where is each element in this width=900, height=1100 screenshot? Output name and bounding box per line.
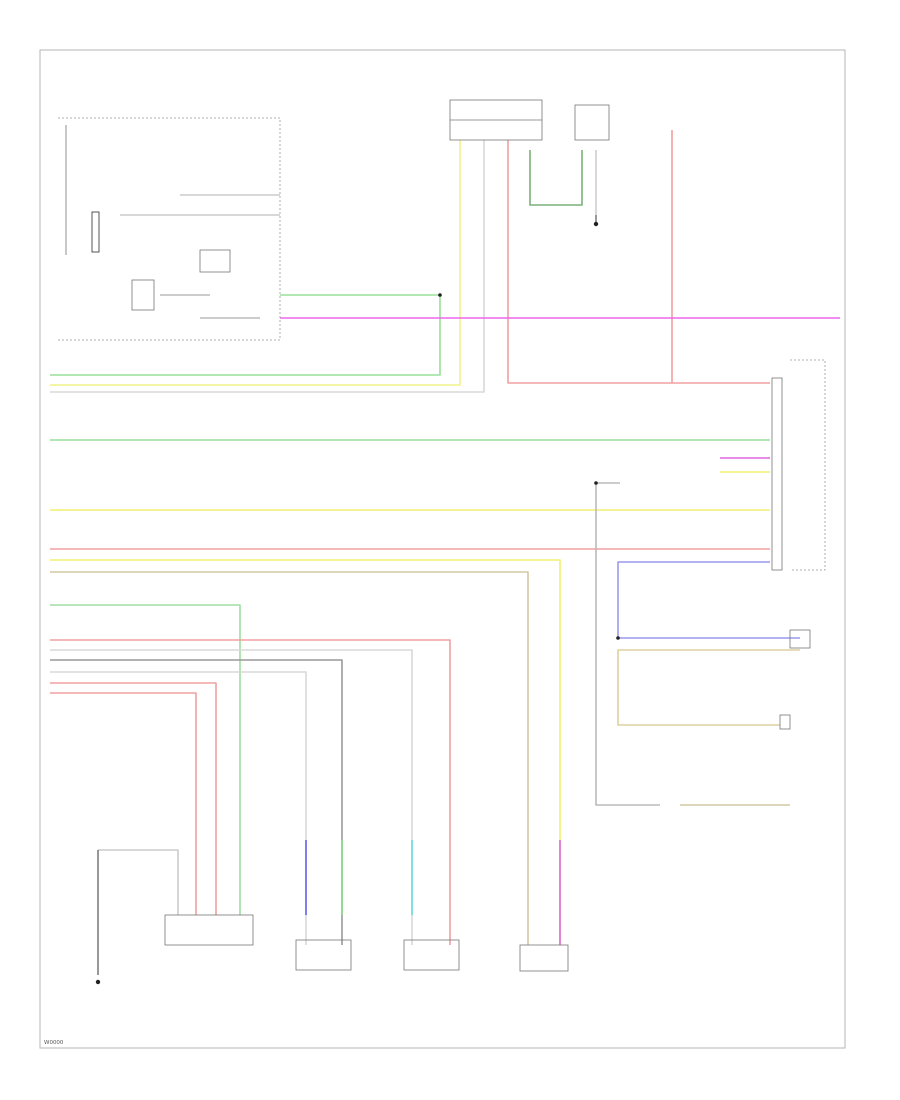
wire-18 [50, 604, 241, 915]
sensor-connector-right [519, 944, 569, 972]
sub-module-tan [779, 714, 791, 730]
splice-dot-2 [594, 481, 598, 485]
page-code: W0000 [44, 1040, 64, 1046]
wire-26 [617, 649, 800, 726]
tpms-receiver-connector [164, 914, 254, 946]
splice-dot-3 [616, 636, 620, 640]
wire-4 [529, 150, 583, 206]
wire-27 [595, 482, 660, 806]
wire-25 [617, 561, 800, 639]
sub-module-blue [789, 629, 811, 649]
wire-2 [50, 140, 485, 393]
wire-33 [98, 849, 179, 915]
wire-19 [50, 639, 451, 945]
diagram-frame [39, 49, 846, 1049]
wire-7 [50, 294, 441, 376]
meter-resistor [91, 211, 100, 253]
wire-17 [50, 571, 529, 945]
ground-symbol-top [593, 215, 599, 227]
ground-symbol-bottom-left [95, 850, 101, 985]
wire-23 [50, 682, 217, 915]
wire-20 [50, 649, 413, 945]
wire-3 [507, 140, 770, 384]
wire-layer [50, 130, 840, 945]
right-top-connector [574, 104, 610, 141]
control-module-connector [771, 377, 783, 571]
wire-24 [50, 692, 197, 915]
wire-1 [50, 140, 461, 386]
wire-16 [50, 559, 561, 945]
splice-dot-1 [438, 293, 442, 297]
meter-relay-box [199, 249, 231, 273]
combination-meter-outline [58, 117, 281, 341]
sensor-connector-middle [403, 939, 460, 971]
control-module-outline [790, 359, 826, 571]
sensor-connector-left [295, 939, 352, 971]
meter-indicator [131, 279, 155, 311]
